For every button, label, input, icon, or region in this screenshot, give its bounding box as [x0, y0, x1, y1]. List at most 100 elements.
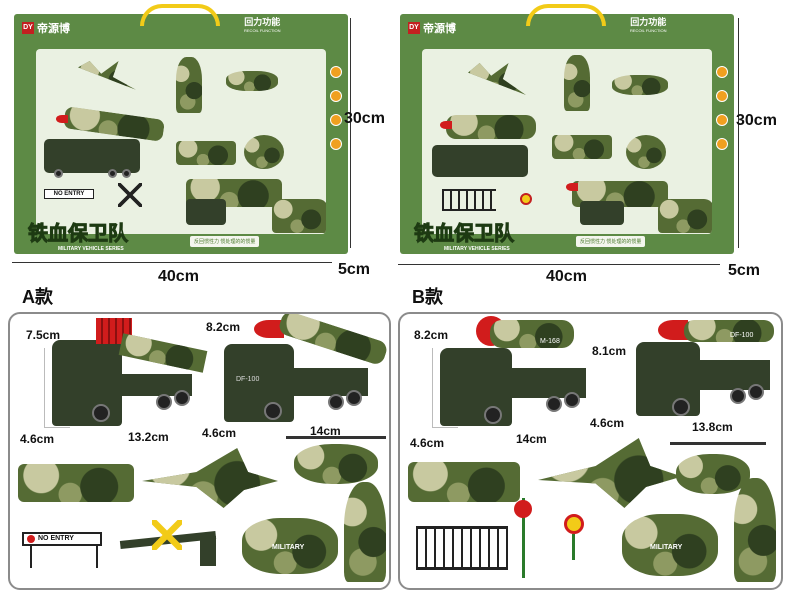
missile-warhead: [254, 320, 284, 338]
box-a-width: 40cm: [158, 268, 199, 285]
toy-missile-truck-cab: [52, 340, 122, 426]
feature-icon: [330, 138, 342, 150]
toy-fighter-jet: [142, 448, 278, 508]
truck-chassis: [120, 374, 192, 396]
toy-missile-launcher: [62, 106, 166, 142]
height-dimension-line: [738, 18, 739, 248]
brand-mark: DY: [22, 22, 34, 34]
truck2-width: 4.6cm: [590, 416, 625, 430]
flag: [514, 500, 532, 518]
feature-icon: [716, 66, 728, 78]
wheel: [346, 390, 362, 406]
toy-motorcycle: [242, 518, 338, 574]
toy-truck-cab: [186, 199, 226, 225]
box-window: [422, 49, 712, 234]
barrier-fence: [416, 526, 508, 570]
wheel: [174, 390, 190, 406]
box-window: NO ENTRY: [36, 49, 326, 234]
wheel: [264, 402, 282, 420]
feature-icon: [716, 90, 728, 102]
truck-plate: M-168: [540, 338, 560, 345]
height-dimension-line: [350, 18, 351, 248]
brand-name: 帝源博: [37, 23, 70, 35]
brand-logo: DY 帝源博: [22, 20, 70, 36]
series-title-en: MILITARY VEHICLE SERIES: [444, 246, 510, 252]
width-dimension-line: [12, 262, 332, 263]
feature-icon: [330, 66, 342, 78]
feature-icons: [330, 66, 342, 150]
wheel: [484, 406, 502, 424]
dimension-guide: [44, 348, 70, 428]
box-handle: [526, 4, 606, 26]
toy-tank: [408, 462, 520, 502]
road-sign: [520, 193, 532, 205]
truck1-length: 13.2cm: [128, 430, 169, 444]
truck1-height: 8.2cm: [414, 328, 449, 342]
flag-pole: [522, 498, 525, 578]
feature-icon: [330, 90, 342, 102]
sign-leg: [96, 546, 98, 568]
variant-b-label: B款: [412, 287, 443, 307]
feature-icons: [716, 66, 728, 150]
railroad-crossing-sign: [152, 520, 182, 550]
wheel: [748, 384, 764, 400]
product-box-a: DY 帝源博 回力功能 RECOIL FUNCTION NO ENTRY: [14, 4, 348, 254]
wheel: [328, 394, 344, 410]
wheel: [564, 392, 580, 408]
wheel: [730, 388, 746, 404]
variant-a-contents: 7.5cm 4.6cm 13.2cm 8.2cm DF-100 4.6cm 14…: [8, 312, 391, 590]
road-sign: [564, 514, 584, 534]
feature-icon: [716, 138, 728, 150]
truck2-height: 8.2cm: [206, 320, 241, 334]
toy-tank: [552, 135, 612, 159]
rotor-blade: [670, 442, 766, 445]
wheel: [122, 169, 131, 178]
brand-name: 帝源博: [423, 23, 456, 35]
toy-helicopter: [226, 71, 278, 91]
toy-heavy-tank: [272, 199, 326, 233]
wheel: [54, 169, 63, 178]
recoil-en: RECOIL FUNCTION: [630, 28, 667, 33]
rotor-blade: [286, 436, 386, 439]
toy-missile-truck-cab: [636, 342, 700, 416]
recoil-cn: 回力功能: [244, 17, 281, 27]
missile-warhead: [658, 320, 688, 340]
missile-body: [684, 320, 774, 342]
truck-plate: DF-100: [236, 376, 260, 383]
truck2-height: 8.1cm: [592, 344, 627, 358]
box-b-width: 40cm: [546, 268, 587, 285]
truck1-length: 14cm: [516, 432, 547, 446]
toy-soldier: [564, 55, 590, 111]
series-title-en: MILITARY VEHICLE SERIES: [58, 246, 124, 252]
missile-warhead: [56, 115, 68, 123]
truck1-width: 4.6cm: [410, 436, 445, 450]
series-title-cn: 铁血保卫队: [414, 223, 515, 246]
series-title-cn: 铁血保卫队: [28, 223, 129, 246]
toy-truck-cab: [580, 201, 624, 225]
recoil-cn: 回力功能: [630, 17, 667, 27]
barrier-post: [200, 536, 216, 566]
recoil-badge: 回力功能 RECOIL FUNCTION: [630, 18, 667, 33]
toy-motorcycle: [622, 514, 718, 576]
feature-icon: [716, 114, 728, 126]
width-dimension-line: [398, 264, 720, 265]
truck2-length: 13.8cm: [692, 420, 733, 434]
no-entry-sign: NO ENTRY: [22, 532, 102, 546]
dimension-guide: [432, 348, 458, 428]
brand-mark: DY: [408, 22, 420, 34]
toy-tank: [176, 141, 236, 165]
box-a-depth: 5cm: [338, 261, 371, 278]
series-title: 铁血保卫队 MILITARY VEHICLE SERIES: [414, 217, 515, 253]
toy-missile-launcher: [446, 115, 536, 139]
wheel: [108, 169, 117, 178]
variant-b-contents: 8.2cm M-168 4.6cm 14cm 8.1cm DF-100 4.6c…: [398, 312, 783, 590]
feature-icon: [330, 114, 342, 126]
sign-leg: [30, 546, 32, 568]
toy-missile-truck-cab: [224, 344, 294, 422]
product-box-b: DY 帝源博 回力功能 RECOIL FUNCTION 铁血保卫队 MILITA…: [400, 4, 734, 254]
no-entry-sign: NO ENTRY: [44, 189, 94, 199]
missile-warhead: [566, 183, 578, 191]
road-sign-post: [572, 534, 575, 560]
truck-plate: DF-100: [730, 332, 754, 339]
toy-truck-cab: [44, 139, 140, 173]
